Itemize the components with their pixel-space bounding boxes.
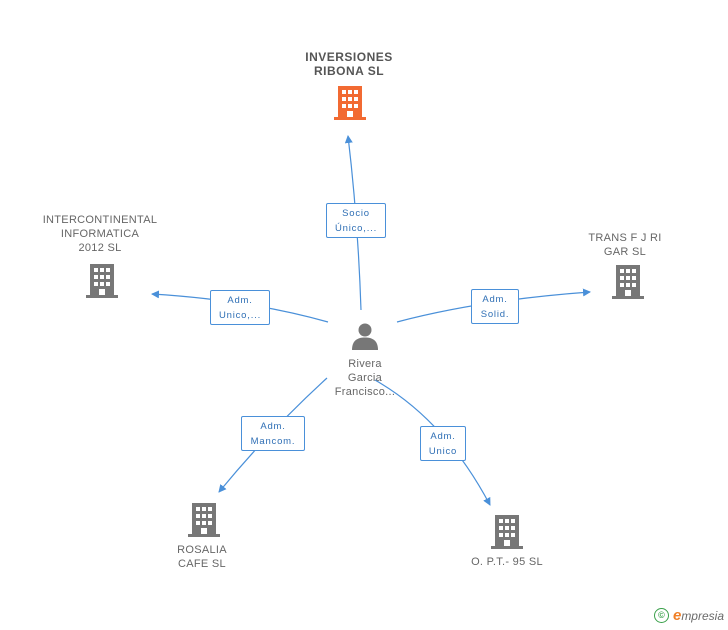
copyright-icon: © [653, 608, 669, 623]
building-icon[interactable] [491, 515, 523, 549]
person-icon[interactable] [350, 322, 380, 350]
node-label-intercontinental[interactable]: INTERCONTINENTAL INFORMATICA 2012 SL [42, 214, 158, 254]
node-label-trans[interactable]: TRANS F J RI GAR SL [588, 232, 662, 258]
building-icon-focus[interactable] [334, 86, 366, 120]
building-icon[interactable] [612, 265, 644, 299]
edge-label-adm-unico-2[interactable]: Adm. Unico [420, 426, 466, 461]
node-label-inversiones[interactable]: INVERSIONES RIBONA SL [305, 50, 393, 78]
edge-label-adm-solid[interactable]: Adm. Solid. [471, 289, 519, 324]
brand-logo: empresia [672, 607, 724, 624]
edge-label-adm-unico[interactable]: Adm. Unico,... [210, 290, 270, 325]
building-icon[interactable] [86, 264, 118, 298]
edge-label-adm-mancom[interactable]: Adm. Mancom. [241, 416, 305, 451]
building-icon[interactable] [188, 503, 220, 537]
footer-brand[interactable]: © empresia [653, 607, 724, 624]
node-label-rosalia[interactable]: ROSALIA CAFE SL [177, 544, 227, 570]
center-person-label[interactable]: Rivera Garcia Francisco... [334, 358, 396, 398]
node-label-opt[interactable]: O. P.T.- 95 SL [471, 556, 543, 568]
edge-label-socio-unico[interactable]: Socio Único,... [326, 203, 386, 238]
